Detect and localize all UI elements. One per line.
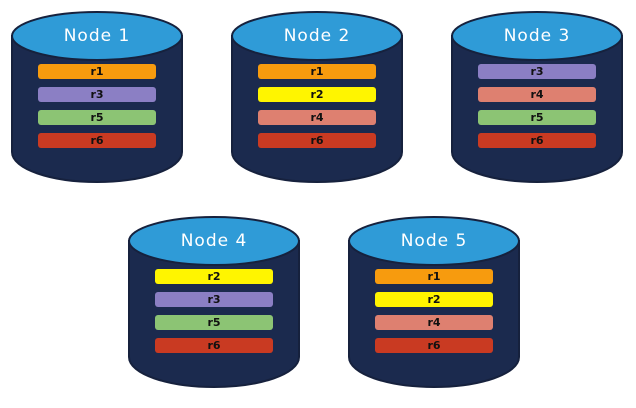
cylinder-top-ellipse xyxy=(11,11,183,61)
replica-bar[interactable]: r6 xyxy=(478,133,596,148)
replica-bar[interactable]: r4 xyxy=(478,87,596,102)
replica-bar[interactable]: r1 xyxy=(258,64,376,79)
replica-bar[interactable]: r6 xyxy=(375,338,493,353)
replica-bar[interactable]: r2 xyxy=(375,292,493,307)
replica-bar[interactable]: r1 xyxy=(375,269,493,284)
replica-bar[interactable]: r1 xyxy=(38,64,156,79)
replica-bar[interactable]: r6 xyxy=(258,133,376,148)
replica-bar[interactable]: r6 xyxy=(155,338,273,353)
replica-bar[interactable]: r4 xyxy=(375,315,493,330)
replica-stack: r1 r2 r4 r6 xyxy=(258,64,376,148)
replica-bar[interactable]: r4 xyxy=(258,110,376,125)
replica-bar[interactable]: r5 xyxy=(38,110,156,125)
replica-bar[interactable]: r3 xyxy=(155,292,273,307)
cylinder-top-ellipse xyxy=(231,11,403,61)
cylinder-top-ellipse xyxy=(128,216,300,266)
replica-stack: r3 r4 r5 r6 xyxy=(478,64,596,148)
replica-bar[interactable]: r5 xyxy=(478,110,596,125)
cylinder-top-ellipse xyxy=(451,11,623,61)
replica-stack: r1 r2 r4 r6 xyxy=(375,269,493,353)
replica-stack: r1 r3 r5 r6 xyxy=(38,64,156,148)
replica-bar[interactable]: r3 xyxy=(478,64,596,79)
cylinder-top-ellipse xyxy=(348,216,520,266)
replica-bar[interactable]: r3 xyxy=(38,87,156,102)
replica-stack: r2 r3 r5 r6 xyxy=(155,269,273,353)
replica-bar[interactable]: r5 xyxy=(155,315,273,330)
replica-bar[interactable]: r2 xyxy=(258,87,376,102)
replica-bar[interactable]: r2 xyxy=(155,269,273,284)
replica-bar[interactable]: r6 xyxy=(38,133,156,148)
